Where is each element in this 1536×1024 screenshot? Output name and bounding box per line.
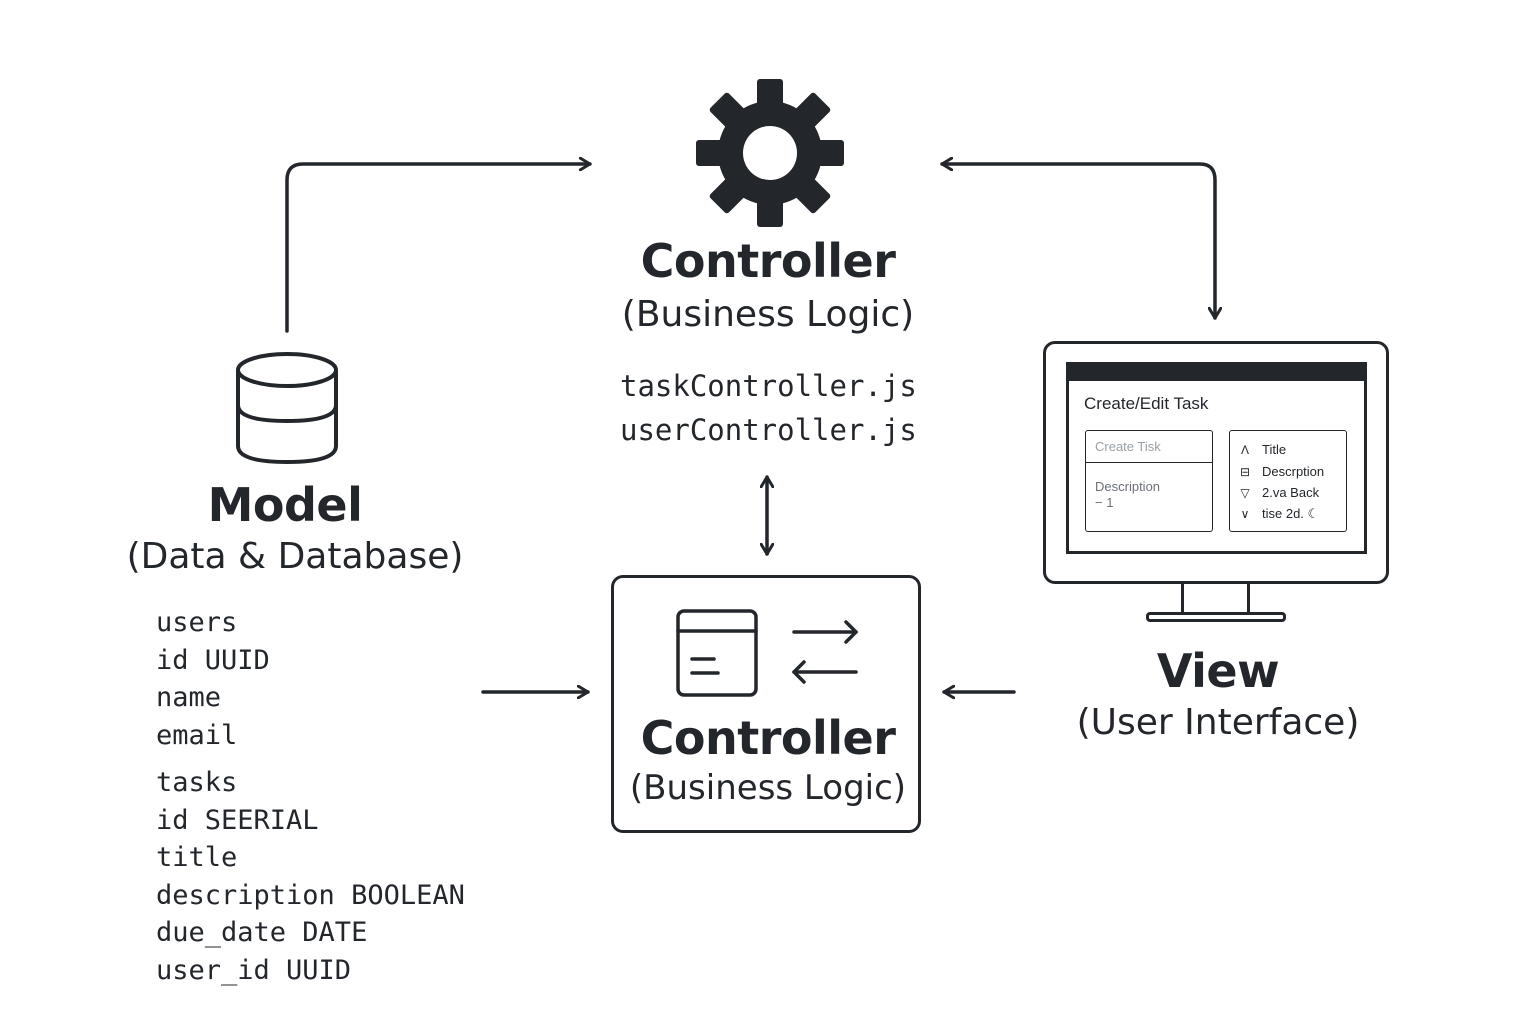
list-item-label: Title: [1262, 442, 1287, 457]
list-item-label: tise 2d. ☾: [1262, 506, 1320, 521]
model-subtitle: (Data & Database): [126, 536, 464, 577]
controller-top-title: Controller: [640, 234, 896, 288]
schema-line: title: [156, 842, 238, 873]
view-subtitle: (User Interface): [1076, 702, 1360, 743]
schema-line: email: [156, 719, 238, 751]
controller-file: taskController.js: [620, 369, 917, 403]
window-icon: [676, 609, 758, 697]
list-item: Λ Title: [1238, 442, 1286, 457]
database-icon: [236, 352, 338, 465]
monitor-stand-right: [1247, 584, 1250, 614]
list-item-icon: ⊟: [1239, 464, 1251, 479]
schema-line: name: [156, 682, 222, 713]
model-title: Model: [207, 478, 363, 532]
form-description-value: − 1: [1095, 495, 1114, 510]
arrow-controller-view: [940, 164, 1215, 320]
controller-file: userController.js: [620, 413, 917, 447]
controller-box-icons: [676, 609, 858, 697]
arrow-model-to-controller: [285, 164, 592, 333]
list-item: ▽ 2.va Back: [1238, 485, 1319, 500]
list-item-icon: ∨: [1240, 507, 1250, 521]
schema-line: tasks: [156, 767, 238, 798]
form-title-placeholder: Create Tisk: [1095, 439, 1161, 454]
form-description-label: Description: [1095, 479, 1161, 494]
schema-line: user_id UUID: [156, 954, 352, 986]
list-item-label: 2.va Back: [1262, 485, 1320, 500]
list-item: ⊟ Descrption: [1238, 464, 1324, 479]
controller-box-subtitle: (Business Logic): [629, 768, 907, 808]
list-item: ∨ tise 2d. ☾: [1238, 506, 1320, 522]
schema-line: id SEERIAL: [156, 804, 319, 836]
gear-icon: [696, 79, 844, 227]
view-title: View: [1156, 644, 1280, 698]
schema-line: description BOOLEAN: [156, 879, 465, 911]
monitor-stand-base: [1146, 612, 1286, 622]
schema-line: id UUID: [156, 644, 270, 676]
task-field-list: [1229, 430, 1347, 532]
tasks-table-schema: tasks id SEERIAL title description BOOLE…: [156, 764, 465, 989]
monitor-stand-left: [1181, 584, 1184, 614]
schema-line: users: [156, 607, 238, 638]
screen-title: Create/Edit Task: [1084, 394, 1209, 413]
monitor-icon: [1043, 341, 1389, 584]
controller-box-title: Controller: [640, 711, 896, 765]
schema-line: due_date DATE: [156, 917, 368, 948]
users-table-schema: users id UUID name email: [156, 604, 270, 754]
screen-title-bar: [1066, 362, 1367, 381]
controller-box: [611, 575, 921, 833]
controller-files: taskController.js userController.js: [620, 364, 917, 452]
task-form-box: [1085, 430, 1213, 532]
list-item-icon: ▽: [1240, 485, 1250, 500]
form-divider: [1085, 462, 1213, 463]
list-item-label: Descrption: [1262, 464, 1325, 479]
controller-top-subtitle: (Business Logic): [621, 294, 915, 335]
list-item-icon: Λ: [1240, 442, 1249, 457]
swap-arrows-icon: [792, 620, 858, 684]
